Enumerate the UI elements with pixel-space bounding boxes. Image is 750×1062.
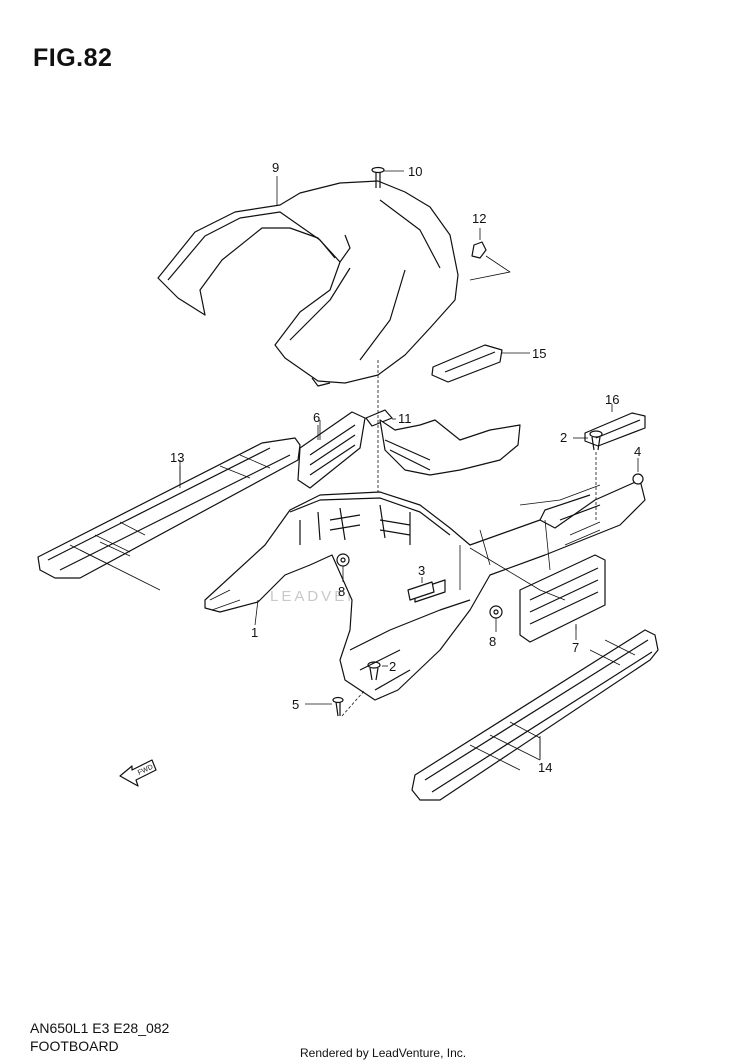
part-2-rivet-lower (367, 661, 388, 681)
part-13-left-mat (37, 437, 301, 591)
callout-5: 5 (292, 697, 299, 712)
callout-15: 15 (532, 346, 546, 361)
figure-title: FIG.82 (33, 44, 113, 72)
callout-1: 1 (251, 625, 258, 640)
part-11-clip (365, 360, 396, 500)
callout-4: 4 (634, 444, 641, 459)
callout-9: 9 (272, 160, 279, 175)
callout-13: 13 (170, 450, 184, 465)
part-12-clip (469, 228, 511, 281)
section-name: FOOTBOARD (30, 1038, 119, 1054)
model-code: AN650L1 E3 E28_082 (30, 1020, 170, 1036)
callout-12: 12 (472, 211, 486, 226)
callout-6: 6 (313, 410, 320, 425)
callout-2-lower: 2 (389, 659, 396, 674)
part-3-pad (407, 577, 435, 601)
callout-7: 7 (572, 640, 579, 655)
part-16-cover (584, 404, 646, 447)
callout-14: 14 (538, 760, 552, 775)
part-4-nut (632, 458, 644, 485)
part-10-screw (371, 166, 404, 188)
callout-2-upper: 2 (560, 430, 567, 445)
part-8-grommet-right (489, 605, 503, 632)
callout-8-right: 8 (489, 634, 496, 649)
fwd-arrow-icon (119, 759, 157, 787)
part-8-grommet-left (336, 553, 350, 582)
callout-10: 10 (408, 164, 422, 179)
part-6-side-grille (297, 411, 366, 489)
rendered-by-credit: Rendered by LeadVenture, Inc. (300, 1046, 467, 1060)
callout-8-left: 8 (338, 584, 345, 599)
part-5-screw (305, 689, 366, 717)
part-7-right-grille (519, 554, 606, 643)
part-9-rear-cover (157, 180, 459, 387)
callout-11: 11 (398, 411, 412, 426)
part-14-right-mat (411, 629, 659, 801)
part-2-rivet-upper (573, 430, 603, 520)
callout-3: 3 (418, 563, 425, 578)
part-15-cover (431, 344, 530, 383)
callout-16: 16 (605, 392, 619, 407)
